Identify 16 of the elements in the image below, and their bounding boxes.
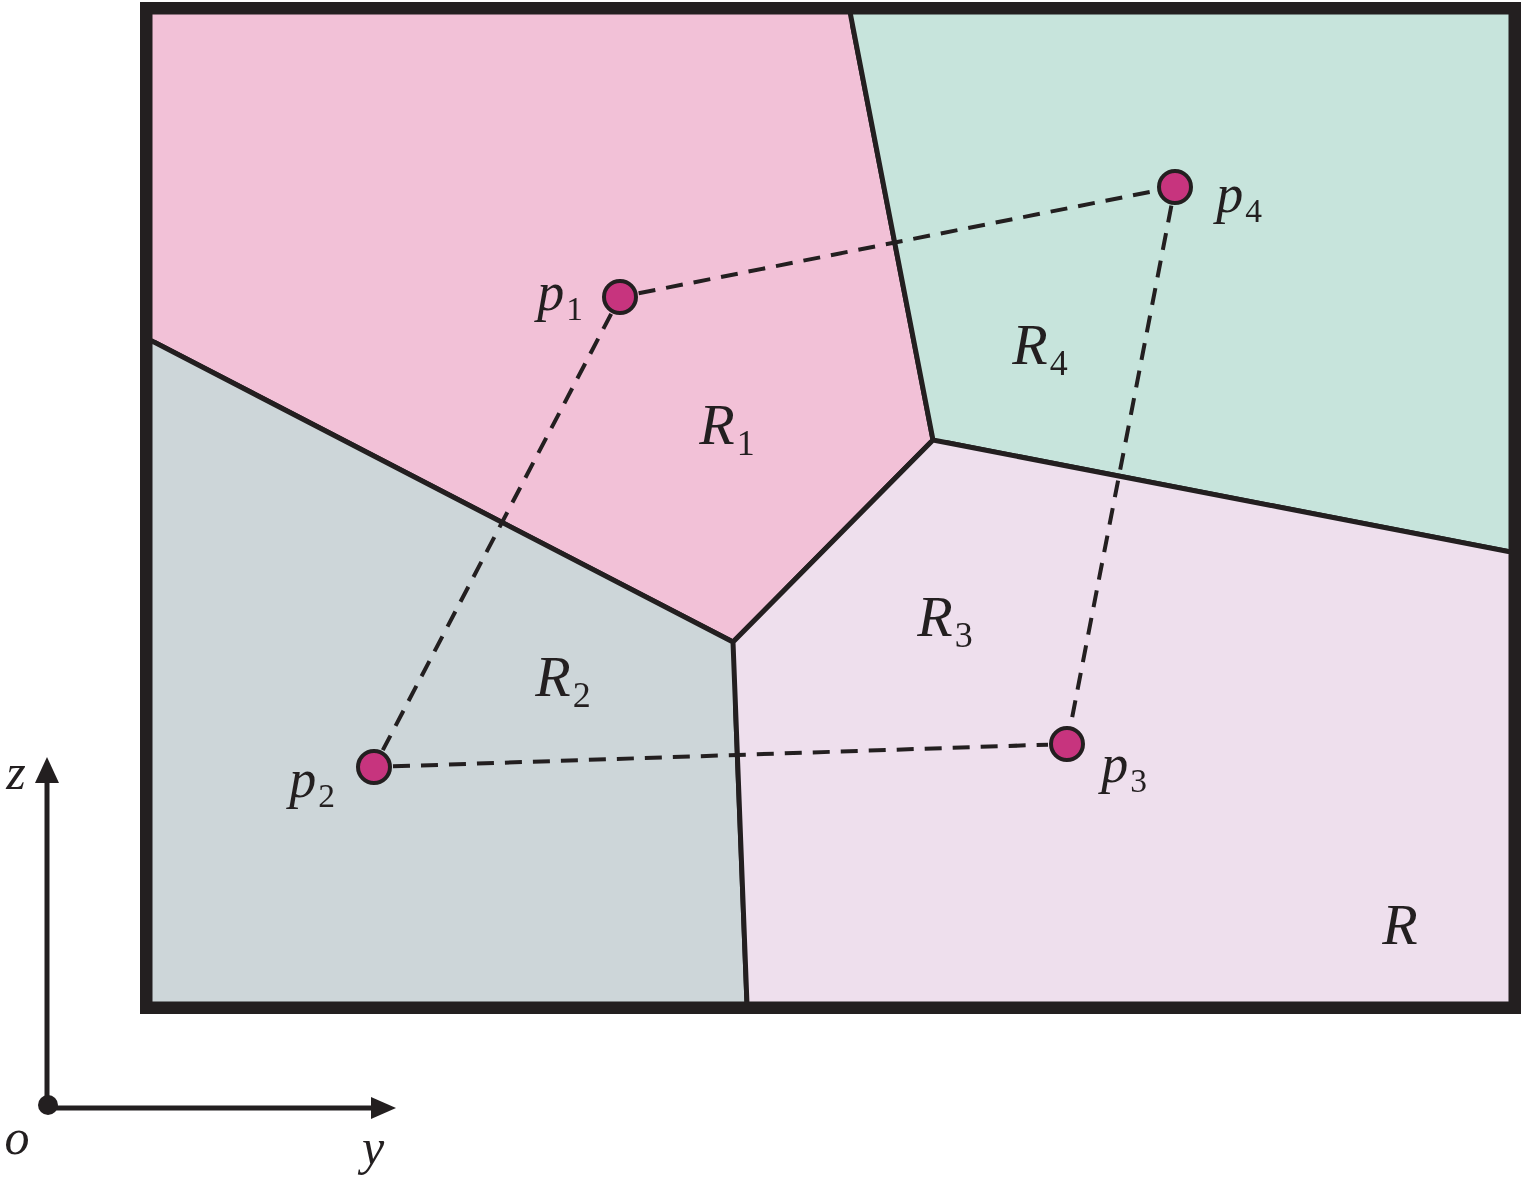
region-label: R$_{3}$ — [916, 583, 974, 651]
region-label: R$_{2}$ — [534, 643, 592, 711]
origin-label: o — [3, 1109, 31, 1167]
domain-frame — [140, 2, 1521, 1014]
domain-label: R — [1381, 891, 1419, 959]
region-label: R$_{1}$ — [698, 391, 756, 459]
region-area — [850, 12, 1511, 552]
point-label: p$_{4}$ — [1209, 162, 1269, 226]
axis-label: z — [4, 744, 27, 802]
dashed-line — [392, 742, 1049, 769]
axis-label: y — [355, 1119, 391, 1177]
region-label: R$_{4}$ — [1011, 311, 1069, 379]
point-label: p$_{3}$ — [1094, 732, 1154, 796]
point-label: p$_{2}$ — [282, 747, 342, 811]
dashed-line — [381, 312, 613, 752]
point-label: p$_{1}$ — [530, 260, 590, 324]
